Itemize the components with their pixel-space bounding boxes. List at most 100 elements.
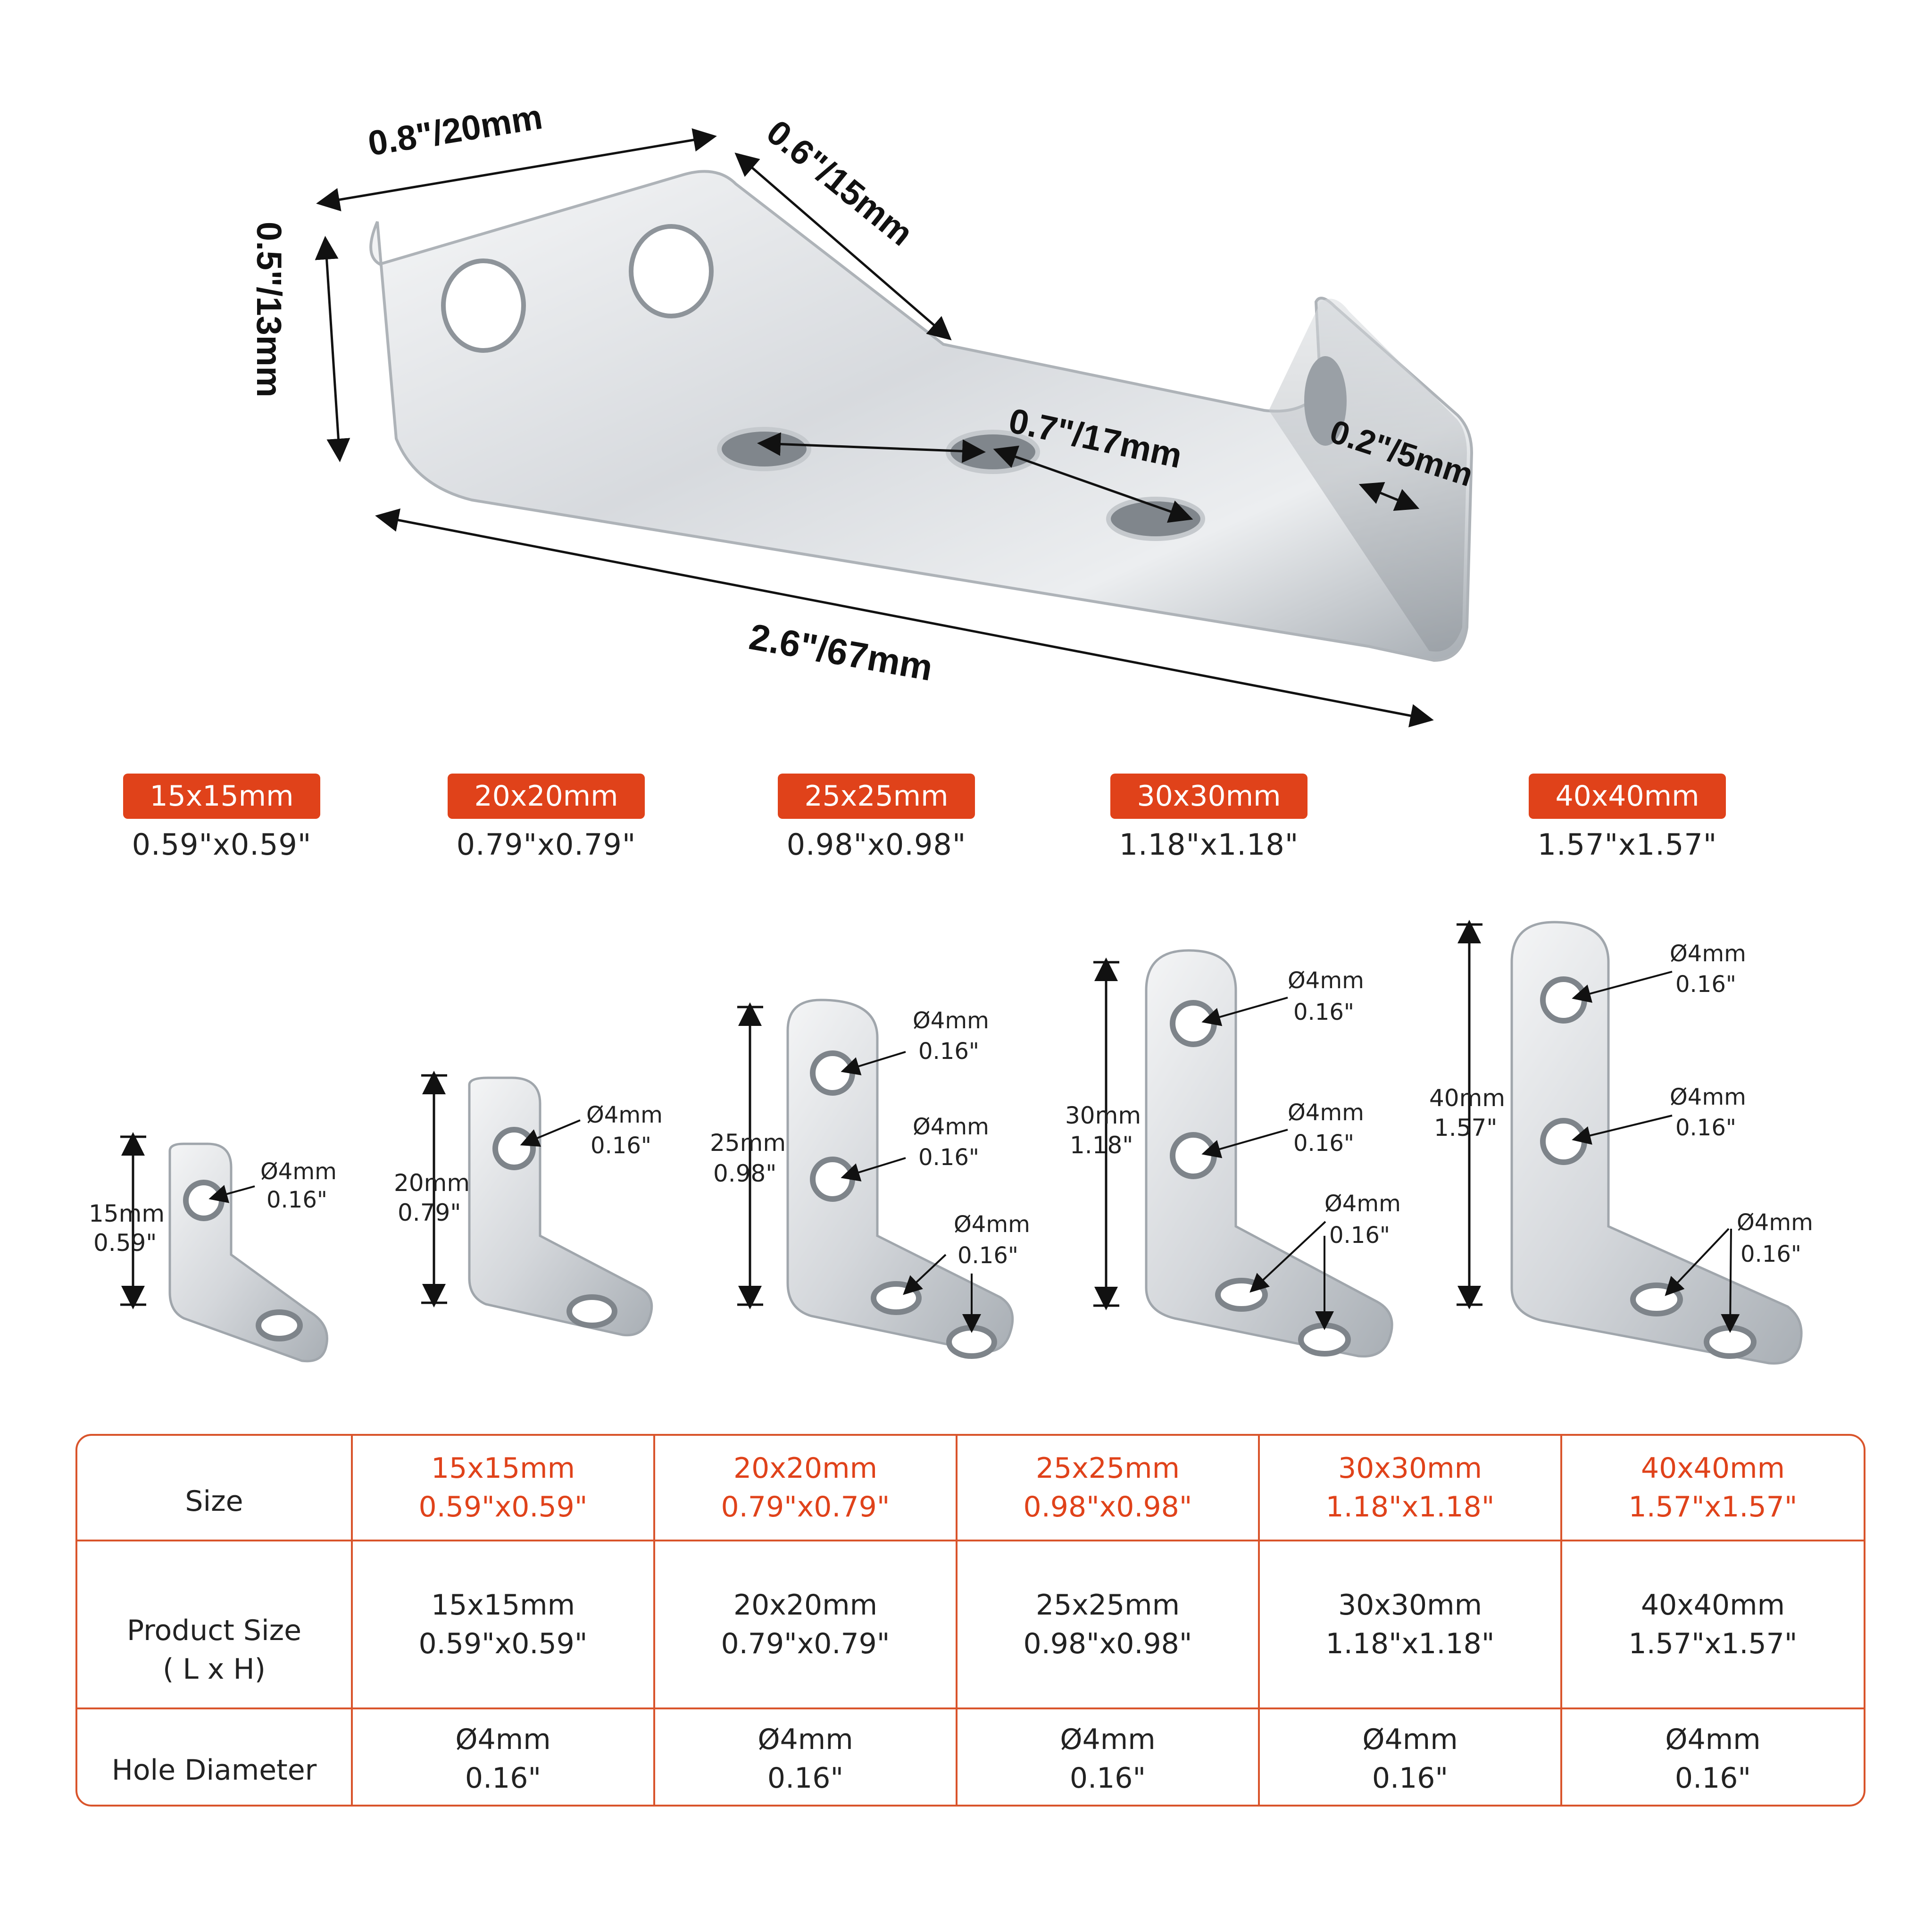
table-row: Product Size ( L x H) 15x15mm 0.59"x0.59"… [77,1541,1864,1709]
hole-mm: Ø4mm [913,1008,989,1034]
row-label-product-size: Product Size ( L x H) [77,1541,353,1709]
bracket-hole [871,1281,922,1315]
plate-hole [629,224,714,318]
hole-in: 0.16" [1740,1241,1801,1267]
product-in: 1.57"x1.57" [1628,1627,1798,1660]
bracket-hole [1540,976,1587,1024]
size-badge: 15x15mm [123,774,320,819]
bracket-hole [256,1309,303,1341]
size-mm: 15x15mm [431,1452,575,1485]
bracket-hole [566,1294,617,1328]
hole-in: 0.16" [1293,1130,1354,1157]
hole-in: 0.16" [1329,1222,1390,1249]
bracket-hole [492,1127,536,1170]
bracket-size-row: 15mm 0.59" Ø4mm 0.16" 20mm 0.79" Ø4mm 0.… [89,920,1813,1365]
product-mm: 25x25mm [1035,1589,1180,1622]
countersunk-hole [1106,497,1205,541]
hole-mm: Ø4mm [455,1723,551,1756]
size-in: 0.79"x0.79" [721,1491,890,1524]
side-tab-arrow [1358,482,1420,511]
bracket-hole [810,1157,855,1202]
product-in: 0.79"x0.79" [721,1627,890,1660]
size-mm: 20x20mm [733,1452,878,1485]
height-arrow [315,236,350,462]
bracket-30: 30mm 1.18" Ø4mm 0.16" Ø4mm 0.16" Ø4mm 0.… [1065,949,1401,1358]
size-header-40: 40x40mm 1.57"x1.57" [1391,774,1863,862]
hole-arrow [1201,997,1288,1026]
hole-mm: Ø4mm [758,1723,853,1756]
product-mm: 15x15mm [431,1589,575,1622]
size-badge: 40x40mm [1529,774,1726,819]
hole-mm: Ø4mm [1670,941,1746,967]
table-cell: 40x40mm 1.57"x1.57" [1561,1436,1864,1541]
size-inch: 1.57"x1.57" [1537,827,1717,862]
size-in: 1.57"x1.57" [1628,1491,1798,1524]
bracket-hole [1298,1323,1351,1357]
hole-in: 0.16" [1293,999,1354,1025]
bracket-hole [1630,1282,1683,1316]
row-label-hole-diameter: Hole Diameter [77,1708,353,1805]
hole-arrow [1572,1115,1673,1145]
hole-mm: Ø4mm [1362,1723,1458,1756]
hole-mm: Ø4mm [1060,1723,1156,1756]
hole-arrow [1572,971,1673,1003]
size-inch: 0.59"x0.59" [132,827,312,862]
hole-in: 0.16" [958,1242,1018,1269]
height-label: 0.5"/13mm [250,222,289,397]
table-cell: 15x15mm 0.59"x0.59" [352,1436,655,1541]
hole-arrow [1665,1228,1730,1296]
hole-in: 0.16" [767,1762,844,1795]
bracket-hole [1540,1118,1587,1165]
bracket-hole [946,1325,997,1359]
table-cell: 30x30mm 1.18"x1.18" [1259,1541,1562,1709]
hole-mm: Ø4mm [1288,1099,1364,1126]
size-badge: 30x30mm [1110,774,1307,819]
height-mm: 30mm [1065,1102,1141,1129]
bracket-25: 25mm 0.98" Ø4mm 0.16" Ø4mm 0.16" Ø4mm 0.… [710,999,1030,1359]
size-in: 0.59"x0.59" [418,1491,588,1524]
size-in: 1.18"x1.18" [1325,1491,1495,1524]
product-in: 1.18"x1.18" [1325,1627,1495,1660]
height-in: 0.98" [713,1160,776,1187]
bracket-hole [1704,1325,1757,1359]
size-mm: 40x40mm [1641,1452,1785,1485]
hole-arrow [1249,1221,1326,1293]
hole-in: 0.16" [1675,971,1736,998]
hole-mm: Ø4mm [954,1211,1030,1238]
bracket-40: 40mm 1.57" Ø4mm 0.16" Ø4mm 0.16" Ø4mm 0.… [1429,920,1813,1365]
product-in: 0.59"x0.59" [418,1627,588,1660]
hole-arrow [841,1051,906,1075]
main-bracket-diagram: 0.8"/20mm 0.6"/15mm 0.5"/13mm 0.7"/17mm … [250,97,1477,727]
hole-in: 0.16" [465,1762,541,1795]
size-header-30: 30x30mm 1.18"x1.18" [973,774,1445,862]
hole-arrow [1201,1129,1288,1158]
hole-in: 0.16" [591,1133,651,1159]
hole-mm: Ø4mm [1670,1084,1746,1110]
size-header-25: 25x25mm 0.98"x0.98" [641,774,1112,862]
hole-mm: Ø4mm [260,1158,337,1185]
bracket-15: 15mm 0.59" Ø4mm 0.16" [89,1132,337,1363]
hole-in: 0.16" [1675,1115,1736,1141]
size-mm: 25x25mm [1035,1452,1180,1485]
bracket-20: 20mm 0.79" Ø4mm 0.16" [394,1071,663,1337]
table-cell: 30x30mm 1.18"x1.18" [1259,1436,1562,1541]
product-size-label: Product Size [126,1614,302,1647]
hole-arrow [1721,1228,1740,1333]
bracket-body [1145,949,1393,1358]
hole-spacing-arrow-1 [757,432,986,463]
hole-in: 0.16" [266,1187,327,1213]
size-mm: 30x30mm [1338,1452,1482,1485]
bracket-hole [810,1050,855,1096]
size-header-15: 15x15mm 0.59"x0.59" [0,774,458,862]
height-mm: 20mm [394,1169,470,1197]
width-arrow [316,128,717,211]
product-mm: 30x30mm [1338,1589,1482,1622]
hole-in: 0.16" [918,1038,979,1065]
